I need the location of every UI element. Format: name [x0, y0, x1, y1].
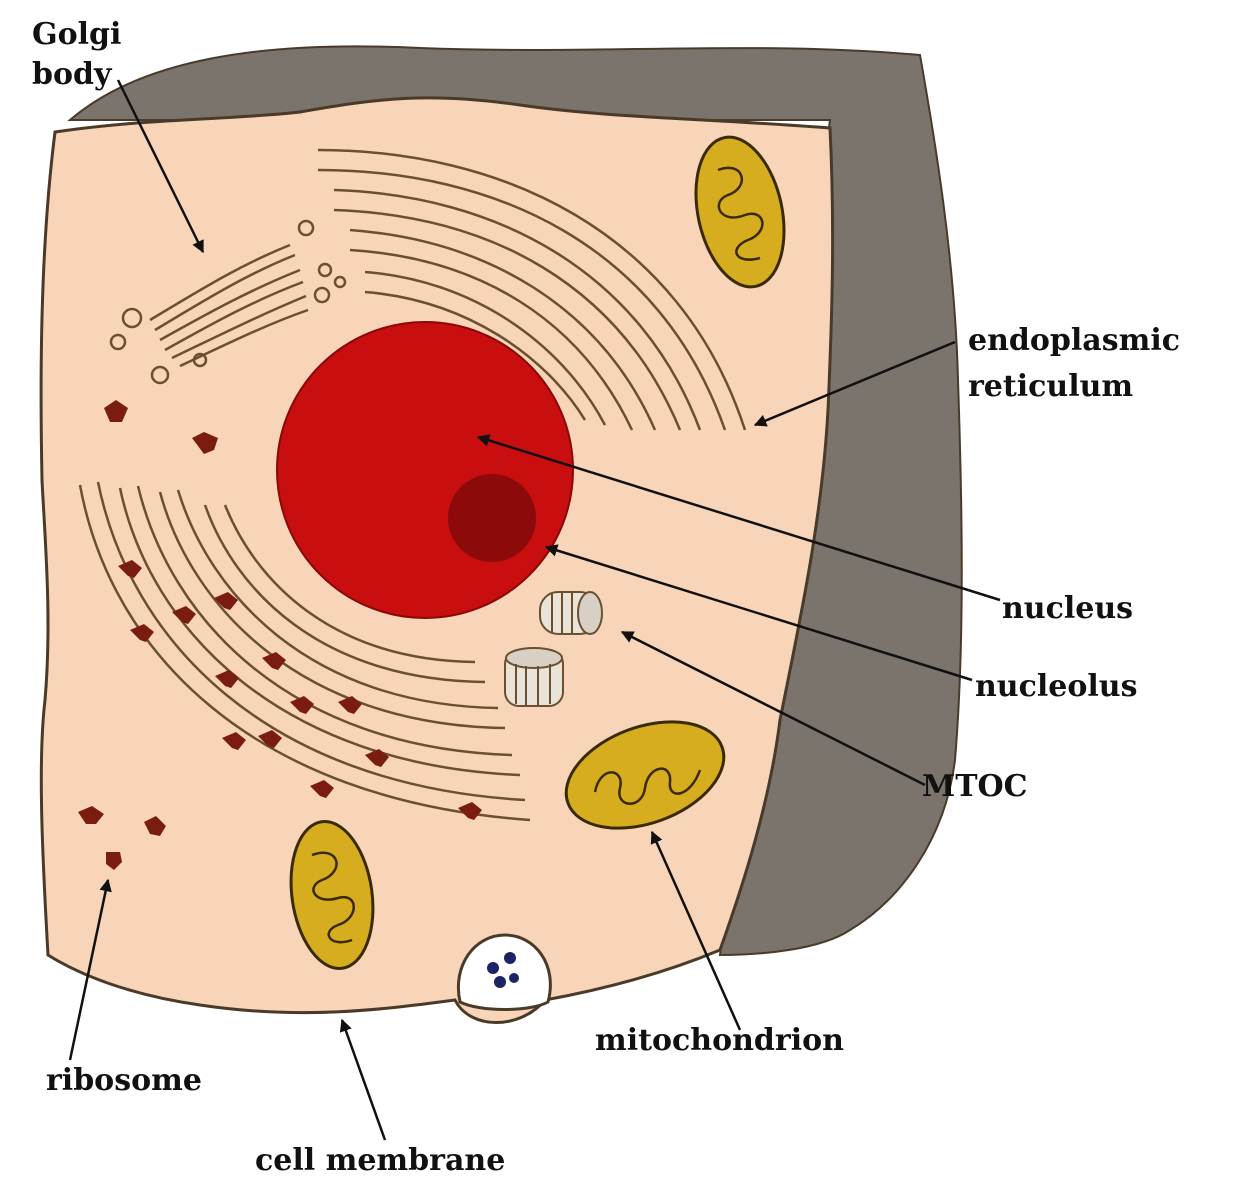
mitochondrion — [694, 135, 786, 289]
nucleolus — [448, 474, 536, 562]
mitochondrion — [289, 820, 375, 970]
mitochondrion — [564, 720, 726, 830]
vesicle-dot — [487, 962, 499, 974]
arrow-nucleolus — [544, 544, 973, 682]
arrow-cell-membrane — [339, 1018, 387, 1141]
free-ribosomes — [78, 400, 218, 870]
label-er-line2: reticulum — [968, 369, 1133, 404]
vesicle-dot — [504, 952, 516, 964]
label-mitochondrion: mitochondrion — [595, 1023, 844, 1058]
label-golgi-line2: body — [32, 57, 113, 92]
label-nucleolus: nucleolus — [975, 669, 1137, 704]
label-er-line1: endoplasmic — [968, 323, 1180, 358]
arrow-mtoc — [620, 630, 926, 787]
label-nucleus: nucleus — [1002, 591, 1133, 626]
endoplasmic-reticulum-upper — [317, 148, 747, 431]
centriole — [504, 647, 564, 707]
vesicle-dot — [509, 973, 519, 983]
vesicle-dot — [494, 976, 506, 988]
golgi-body — [109, 219, 347, 385]
leader-arrows — [68, 79, 1001, 1141]
secretory-vesicle — [457, 933, 552, 1011]
nucleus — [276, 321, 574, 619]
label-golgi-line1: Golgi — [32, 17, 121, 52]
ribosomes-on-er — [118, 560, 482, 820]
arrow-er — [753, 340, 956, 427]
arrow-mitochondrion — [650, 830, 742, 1031]
arrow-ribosome — [68, 878, 112, 1061]
label-mtoc: MTOC — [922, 769, 1028, 804]
arrow-nucleus — [476, 434, 1001, 602]
centriole — [539, 591, 603, 635]
arrow-golgi — [116, 79, 205, 254]
label-cell-membrane: cell membrane — [255, 1143, 505, 1178]
label-ribosome: ribosome — [46, 1063, 202, 1098]
endoplasmic-reticulum-lower — [78, 481, 531, 822]
